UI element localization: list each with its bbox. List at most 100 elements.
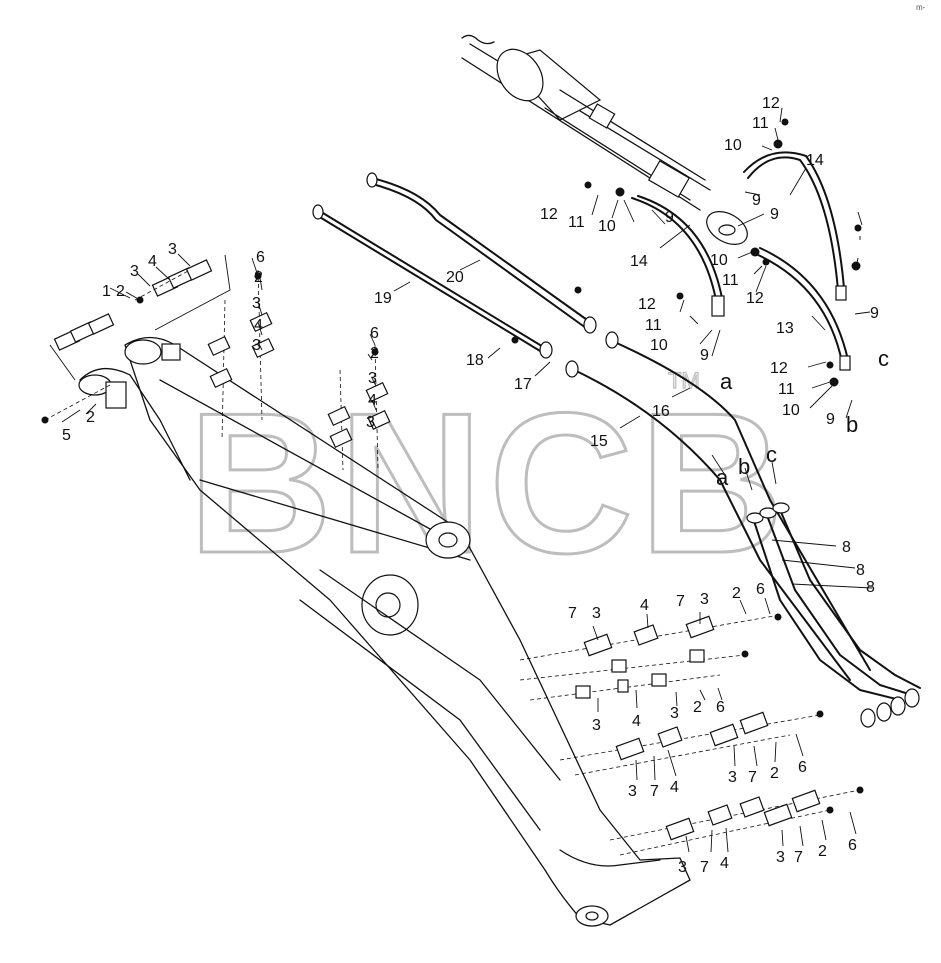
hose-13-b (755, 253, 843, 363)
hose-fitting (839, 355, 851, 371)
arm-structure (78, 336, 691, 927)
bolt-head (511, 336, 519, 344)
callout-number: 3 (592, 717, 601, 734)
clamp-half (685, 615, 715, 639)
pipe-19-b (317, 215, 546, 355)
watermark-text: BNCB (188, 372, 790, 595)
clamp-block (651, 673, 667, 687)
arm-top-pin (438, 532, 458, 548)
pipe-flange (759, 507, 777, 519)
connection-letter: b (846, 412, 858, 437)
hose-13-a (759, 247, 849, 361)
clamp-half (185, 259, 213, 281)
callout-number: 7 (676, 593, 685, 610)
connection-letter: a (716, 465, 729, 490)
callout-number: 6 (716, 699, 725, 716)
callout-number: 8 (842, 539, 851, 556)
clamp-half (791, 789, 821, 813)
pipe-flange (904, 688, 920, 708)
clamp-half (207, 335, 231, 357)
pipe-flange (746, 512, 764, 524)
callout-number: 14 (630, 253, 648, 270)
clamp-rows-lower (519, 613, 864, 856)
pipe-8-b (764, 509, 913, 696)
callout-number: 9 (826, 411, 835, 428)
clamp-half (709, 723, 739, 747)
bolt-head (774, 613, 782, 621)
assembly-centerlines (44, 269, 191, 421)
clamp-stack-vertical (207, 269, 391, 471)
arm-rear-plate (79, 368, 191, 481)
pipe-flange (876, 702, 892, 722)
arm-web-lines (299, 569, 561, 831)
bolt-head (574, 286, 582, 294)
callout-number: 7 (700, 859, 709, 876)
callout-number: 10 (782, 402, 800, 419)
callout-number: 5 (62, 427, 71, 444)
callout-number: 3 (670, 705, 679, 722)
callout-number: 10 (724, 137, 742, 154)
bolt-head (741, 650, 749, 658)
callout-number: 3 (728, 769, 737, 786)
callout-number: 1 (102, 283, 111, 300)
clamp-block (611, 659, 627, 673)
corner-mark: m- (916, 3, 926, 12)
hose-fitting (711, 295, 725, 317)
clamp-half (327, 405, 351, 427)
callout-leaders (61, 107, 871, 429)
clamp-block (689, 649, 705, 663)
callout-number: 2 (370, 345, 379, 362)
leader-lines (61, 107, 873, 853)
callout-number: 3 (592, 605, 601, 622)
connection-letter: c (878, 346, 889, 371)
callout-number: 6 (756, 581, 765, 598)
bolt-head (781, 118, 789, 126)
clamp-half (249, 311, 273, 333)
bolt-head (41, 416, 49, 424)
callout-number: 11 (722, 272, 739, 289)
clamp-block (657, 726, 683, 748)
callout-number: 7 (650, 783, 659, 800)
row-centerlines (519, 614, 861, 856)
cylinder-break-line (461, 34, 495, 45)
callout-number: 7 (568, 605, 577, 622)
cylinder-gland (496, 48, 544, 102)
washer (773, 139, 783, 149)
callout-number: 3 (168, 241, 177, 258)
callout-number: 9 (752, 192, 761, 209)
pipe-flange (772, 502, 790, 514)
arm-nose-pin (585, 911, 599, 921)
callout-number: 6 (798, 759, 807, 776)
callout-number: 4 (720, 855, 729, 872)
callout-number: 2 (770, 765, 779, 782)
callout-number: 9 (870, 305, 879, 322)
connection-letter: a (720, 369, 733, 394)
arm-pivot-boss (124, 339, 162, 365)
callout-number: 12 (540, 206, 558, 223)
arm-top-edges (159, 379, 471, 561)
callout-number: 12 (746, 290, 764, 307)
callout-number: 3 (776, 849, 785, 866)
bolt-head (762, 258, 770, 266)
clamp-half (665, 817, 695, 841)
pipe-flange (890, 696, 906, 716)
callout-number: 20 (446, 269, 464, 286)
hose-fittings-hardware (511, 118, 862, 387)
arm-side-disc-center (375, 592, 401, 618)
watermark: BNCB TM (187, 367, 790, 596)
clamp-assembly-left (41, 254, 231, 424)
callout-number: 9 (665, 209, 674, 226)
steel-pipes-lower (565, 331, 921, 728)
bolt-head (676, 292, 684, 300)
pipe-20-b (371, 183, 587, 329)
cylinder-port-block (647, 160, 691, 198)
pipe-end-fitting (312, 204, 324, 220)
callout-number: 2 (86, 409, 95, 426)
callout-number: 11 (645, 317, 662, 334)
arm-bracket-top (161, 343, 181, 361)
clamp-block (707, 804, 733, 826)
bolt-head (371, 348, 379, 356)
arm-bracket-left (105, 381, 127, 409)
callout-number: 6 (848, 837, 857, 854)
connection-letter: b (738, 454, 750, 479)
